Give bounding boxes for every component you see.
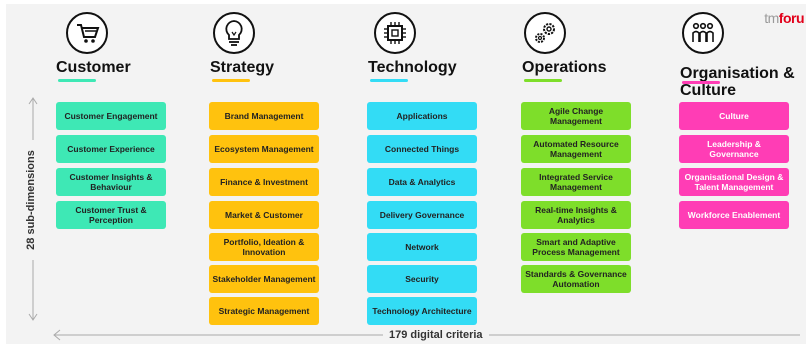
sub-dimension-box: Finance & Investment (209, 168, 319, 196)
sub-dimension-box: Technology Architecture (367, 297, 477, 325)
sub-dimension-box: Customer Experience (56, 135, 166, 163)
column-title-line1: Organisation & (680, 65, 795, 82)
sub-dimension-box: Culture (679, 102, 789, 130)
gears-icon (524, 12, 566, 54)
sub-dimension-box: Smart and Adaptive Process Management (521, 233, 631, 261)
sub-dimension-box: Data & Analytics (367, 168, 477, 196)
sub-dimension-box: Customer Insights & Behaviour (56, 168, 166, 196)
lightbulb-icon (213, 12, 255, 54)
sub-dimension-box: Strategic Management (209, 297, 319, 325)
title-underline (370, 79, 408, 82)
chip-icon (374, 12, 416, 54)
title-underline (212, 79, 250, 82)
sub-dimension-box: Delivery Governance (367, 201, 477, 229)
sub-dimension-box: Applications (367, 102, 477, 130)
sub-dimension-box: Integrated Service Management (521, 168, 631, 196)
sub-dimension-box: Leadership & Governance (679, 135, 789, 163)
sub-dimension-box: Real-time Insights & Analytics (521, 201, 631, 229)
sub-dimension-box: Agile Change Management (521, 102, 631, 130)
column-title: Strategy (210, 59, 275, 76)
title-underline (682, 81, 720, 84)
sub-dimension-box: Customer Trust & Perception (56, 201, 166, 229)
sub-dimension-box: Connected Things (367, 135, 477, 163)
sub-dimension-box: Security (367, 265, 477, 293)
sub-dimension-box: Portfolio, Ideation & Innovation (209, 233, 319, 261)
column-title-line2: Culture (680, 82, 736, 99)
tmforum-logo: tmforu (764, 10, 804, 26)
people-icon (682, 12, 724, 54)
column-title: Technology (368, 59, 457, 76)
title-underline (58, 79, 96, 82)
digital-criteria-label: 179 digital criteria (383, 329, 489, 341)
sub-dimension-box: Ecosystem Management (209, 135, 319, 163)
column-title: Operations (522, 59, 607, 76)
sub-dimension-box: Workforce Enablement (679, 201, 789, 229)
title-underline (524, 79, 562, 82)
sub-dimension-box: Organisational Design & Talent Managemen… (679, 168, 789, 196)
sub-dimension-box: Network (367, 233, 477, 261)
sub-dimension-box: Customer Engagement (56, 102, 166, 130)
sub-dimension-box: Stakeholder Management (209, 265, 319, 293)
sub-dimension-box: Brand Management (209, 102, 319, 130)
column-title: Customer (56, 59, 131, 76)
sub-dimension-box: Automated Resource Management (521, 135, 631, 163)
sub-dimension-box: Standards & Governance Automation (521, 265, 631, 293)
sub-dimension-box: Market & Customer (209, 201, 319, 229)
shopping-cart-icon (66, 12, 108, 54)
sub-dimensions-label: 28 sub-dimensions (25, 140, 41, 260)
